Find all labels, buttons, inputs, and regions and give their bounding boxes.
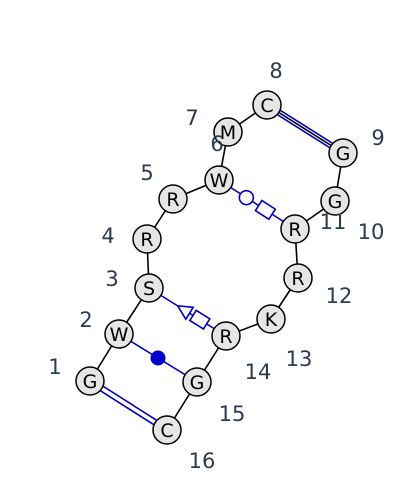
pair-line: [218, 179, 296, 230]
nucleotide-letter: W: [210, 170, 229, 192]
pair-line: [90, 378, 169, 429]
nucleotide-circle: [328, 138, 358, 168]
nucleotide-letter: C: [160, 420, 173, 442]
nucleotide-letter: C: [260, 95, 273, 117]
pair-line: [267, 102, 345, 152]
index-label: 11: [320, 210, 347, 234]
nucleotide-circle: [204, 165, 234, 195]
nucleotide-letter: K: [265, 309, 278, 331]
pair-line: [265, 106, 343, 156]
filled-circle-symbol: [150, 350, 166, 366]
base-pair-8-9: [265, 102, 345, 156]
nucleotide-circle: [213, 117, 243, 147]
index-label: 1: [48, 355, 61, 379]
nucleotide-circle: [280, 214, 310, 244]
nucleotide-circle: [283, 263, 313, 293]
nucleotide-5: R: [158, 184, 188, 214]
nucleotide-letter: R: [291, 268, 304, 290]
nucleotide-circle: [132, 224, 162, 254]
index-label: 10: [358, 220, 385, 244]
index-label: 13: [286, 347, 313, 371]
nucleotide-letter: R: [140, 229, 153, 251]
nucleotide-11: R: [280, 214, 310, 244]
index-label: 16: [189, 449, 216, 473]
index-label: 7: [185, 106, 198, 130]
nucleotide-letter: G: [336, 143, 351, 165]
nucleotide-circle: [134, 273, 164, 303]
backbone-segment: [266, 104, 344, 154]
index-label: 5: [140, 161, 153, 185]
nucleotide-letter: M: [220, 122, 236, 144]
index-label: 6: [210, 132, 223, 156]
index-label: 3: [105, 267, 118, 291]
nucleotide-letter: W: [110, 324, 129, 346]
index-label: 9: [371, 126, 384, 150]
open-circle-symbol: [238, 189, 255, 206]
nucleotide-7: M: [213, 117, 243, 147]
open-triangle-symbol: [176, 304, 195, 321]
nucleotide-letter: R: [219, 326, 232, 348]
nucleotide-14: R: [211, 321, 241, 351]
base-pair-1-16: [88, 378, 169, 433]
nucleotide-circle: [211, 321, 241, 351]
pair-line: [88, 382, 167, 433]
nucleotide-15: G: [182, 367, 212, 397]
base-pair-6-11: [218, 179, 296, 230]
nucleotide-circle: [158, 184, 188, 214]
nucleotide-letter: S: [143, 278, 155, 300]
nucleotide-letter: G: [83, 371, 98, 393]
index-label: 14: [245, 360, 272, 384]
index-label: 4: [101, 224, 114, 248]
base-pair-2-15: [118, 333, 198, 383]
nucleotide-12: R: [283, 263, 313, 293]
nucleotide-16: C: [152, 415, 182, 445]
base-pairs: [88, 102, 345, 433]
nucleotide-letter: G: [328, 191, 343, 213]
nucleotide-6: W: [204, 165, 234, 195]
nucleotide-circle: [104, 319, 134, 349]
nucleotide-circle: [252, 90, 282, 120]
nucleotide-1: G: [75, 366, 105, 396]
open-square-symbol: [188, 309, 211, 331]
open-square-symbol: [254, 199, 277, 221]
nucleotide-circle: [256, 304, 286, 334]
nucleotide-letter: R: [288, 219, 301, 241]
nucleotide-3: S: [134, 273, 164, 303]
index-label: 8: [269, 59, 282, 83]
nucleotide-13: K: [256, 304, 286, 334]
nucleotide-4: R: [132, 224, 162, 254]
nucleotide-circle: [152, 415, 182, 445]
nucleotide-letter: G: [190, 372, 205, 394]
nucleotide-letter: R: [166, 189, 179, 211]
index-label: 15: [219, 402, 246, 426]
base-pair-3-14: [148, 287, 227, 337]
nucleotide-circle: [320, 186, 350, 216]
nucleotide-8: C: [252, 90, 282, 120]
nucleotide-circle: [182, 367, 212, 397]
nucleotide-10: G: [320, 186, 350, 216]
nucleotide-2: W: [104, 319, 134, 349]
index-label: 12: [326, 284, 353, 308]
nucleotide-circle: [75, 366, 105, 396]
nucleotide-9: G: [328, 138, 358, 168]
index-label: 2: [79, 308, 92, 332]
